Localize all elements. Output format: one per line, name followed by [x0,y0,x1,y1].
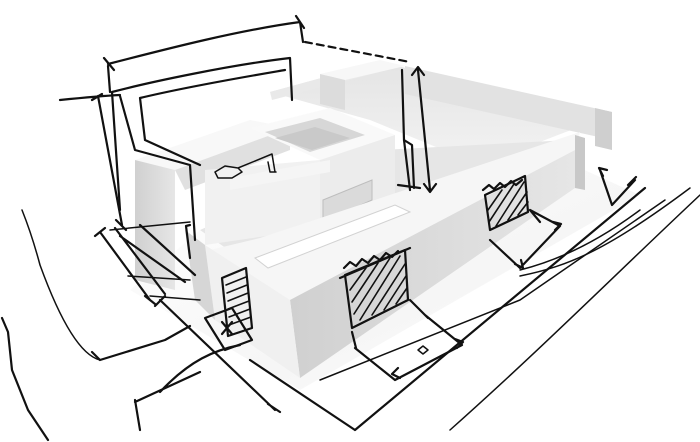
diamond-mark [417,345,429,355]
door-hatch [225,276,252,326]
inner-bench [253,204,412,269]
right-back-wall-end [595,108,612,150]
front-bottom-baseline [248,186,647,432]
left-fan-dimension-1 [93,226,157,306]
window-header-right [481,178,524,192]
left-block-top [135,120,290,170]
divider-wall [230,160,330,190]
x-marker [220,320,234,336]
room-slot [322,179,373,223]
left-long-curve [21,209,101,361]
far-right-arc [519,187,691,277]
left-fan-dimension-2 [113,223,197,296]
right-vertical-dimension [396,65,438,194]
building-model [130,60,640,390]
door-opening [220,266,254,338]
window-hatch-middle [349,255,408,321]
lamp-sketch [214,153,277,179]
back-wall-face [320,74,345,110]
left-fan-ticks [109,221,201,301]
top-dimension-line [102,14,306,94]
x-marker-box [203,306,254,352]
window-header-middle [338,246,412,280]
left-bracket [90,324,192,362]
front-long-diagonal [319,194,700,431]
front-bottom-dimension [153,294,282,414]
front-left-wall-face [205,245,300,378]
sketch-lines [0,14,700,442]
left-block-side [175,128,290,190]
hatched-openings [220,174,530,338]
far-left-stroke [0,316,50,442]
back-wall-top [320,60,405,80]
bottom-left-measure [133,343,242,432]
rear-floor [270,62,610,165]
left-frame-outline [110,56,294,242]
right-back-wall-face [405,66,612,140]
top-dashed-line [303,40,412,64]
front-wall-end [575,135,585,190]
front-wall-face [290,150,575,378]
door-frame-stroke [184,223,192,260]
window-hatch-right [487,181,529,227]
left-vertical-dimension [58,92,128,232]
front-left-wall-side [185,230,215,320]
room-box-inner-b [275,127,350,150]
far-right-dimension [597,166,638,207]
middle-window-dimension [350,298,465,382]
right-window-dimension [488,208,563,270]
